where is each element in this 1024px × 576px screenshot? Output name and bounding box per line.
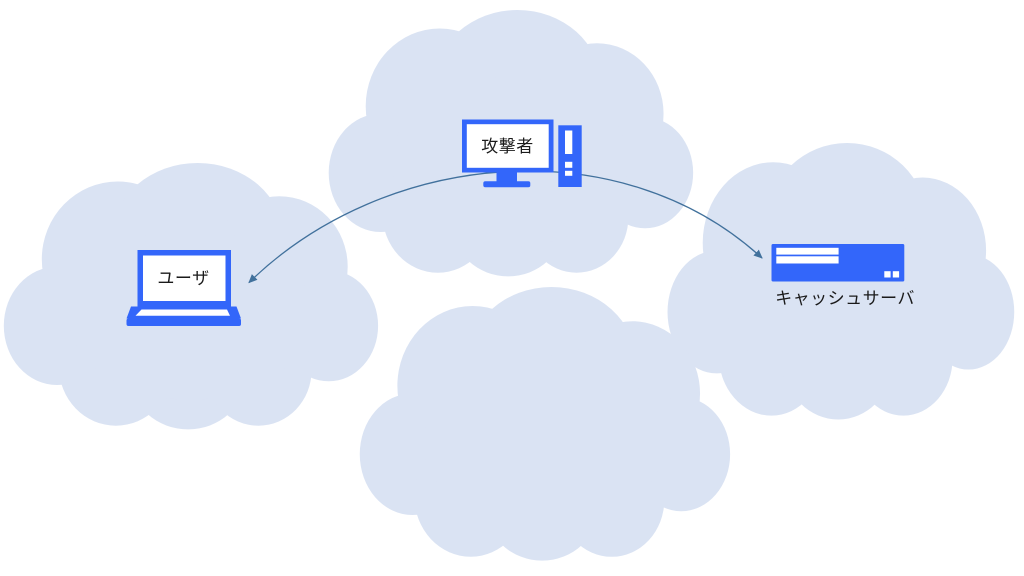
server-led-1: [884, 271, 891, 278]
tower-slot: [565, 130, 573, 154]
user-laptop-icon: [126, 250, 241, 326]
server-drive-bar-1: [776, 247, 839, 255]
laptop-base-bar: [126, 318, 241, 326]
monitor-screen: [466, 124, 549, 168]
cache-server-icon: [771, 244, 905, 282]
attacker-pc-icon: [462, 119, 582, 188]
cache-server-label: キャッシュサーバ: [775, 288, 915, 308]
tower-button-2: [565, 170, 573, 176]
laptop-screen: [143, 255, 226, 301]
server-led-2: [892, 271, 900, 278]
laptop-keyboard-inner: [135, 309, 230, 316]
server-drive-bar-2: [776, 256, 839, 264]
pc-tower: [558, 125, 582, 187]
monitor-stand-neck: [496, 172, 517, 183]
attacker-label: 攻撃者: [481, 136, 534, 156]
tower-button-1: [565, 161, 573, 168]
user-label: ユーザ: [157, 268, 210, 288]
monitor-stand-base: [483, 181, 531, 188]
